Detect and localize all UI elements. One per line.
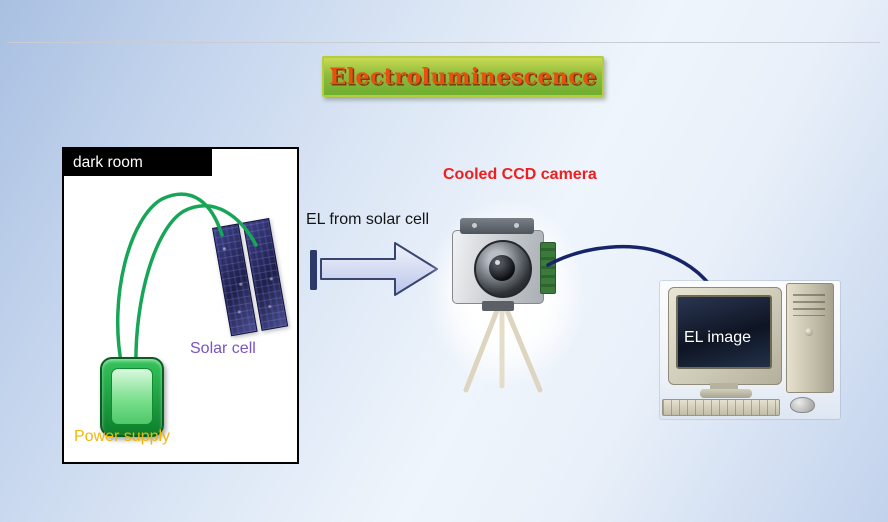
dark-room-header: dark room <box>64 149 212 176</box>
solar-cell-label: Solar cell <box>190 340 256 357</box>
power-supply-screen <box>111 368 153 425</box>
power-wires <box>115 192 258 373</box>
wire-right <box>134 204 258 373</box>
slide-title: Electroluminescence <box>329 63 597 90</box>
tripod-leg-right <box>503 305 543 393</box>
tripod <box>463 305 543 393</box>
el-from-solar-cell-label: EL from solar cell <box>306 211 429 228</box>
camera-screw <box>514 223 519 228</box>
block-arrow <box>320 242 438 296</box>
ccd-camera-image <box>450 216 558 314</box>
dark-room-label: dark room <box>73 154 143 171</box>
camera-circuit-board <box>540 242 556 294</box>
camera-tripod-mount <box>482 301 514 311</box>
crt-monitor: EL image <box>668 287 782 385</box>
camera-top-plate <box>460 218 534 234</box>
monitor-base <box>700 389 752 398</box>
camera-lens-inner <box>489 255 515 281</box>
power-supply-label: Power supply <box>74 428 171 445</box>
computer-tower <box>786 283 834 393</box>
top-divider-line <box>8 42 880 43</box>
arrow-tail-bar <box>310 250 317 290</box>
tower-drive-slots <box>793 294 825 316</box>
title-banner: Electroluminescence <box>322 56 604 97</box>
monitor-screen: EL image <box>676 295 772 369</box>
power-supply-image <box>100 357 164 437</box>
monitor-neck <box>710 383 738 390</box>
el-image-label: EL image <box>684 329 751 346</box>
tripod-leg-left <box>463 305 501 393</box>
tower-power-button <box>805 328 813 336</box>
ccd-camera-label: Cooled CCD camera <box>443 166 597 183</box>
camera-screw <box>472 223 477 228</box>
mouse <box>790 397 815 413</box>
camera-lens-glint <box>495 260 500 265</box>
keyboard <box>662 399 780 416</box>
computer-image: EL image <box>660 281 840 419</box>
el-arrow-icon <box>310 242 438 296</box>
